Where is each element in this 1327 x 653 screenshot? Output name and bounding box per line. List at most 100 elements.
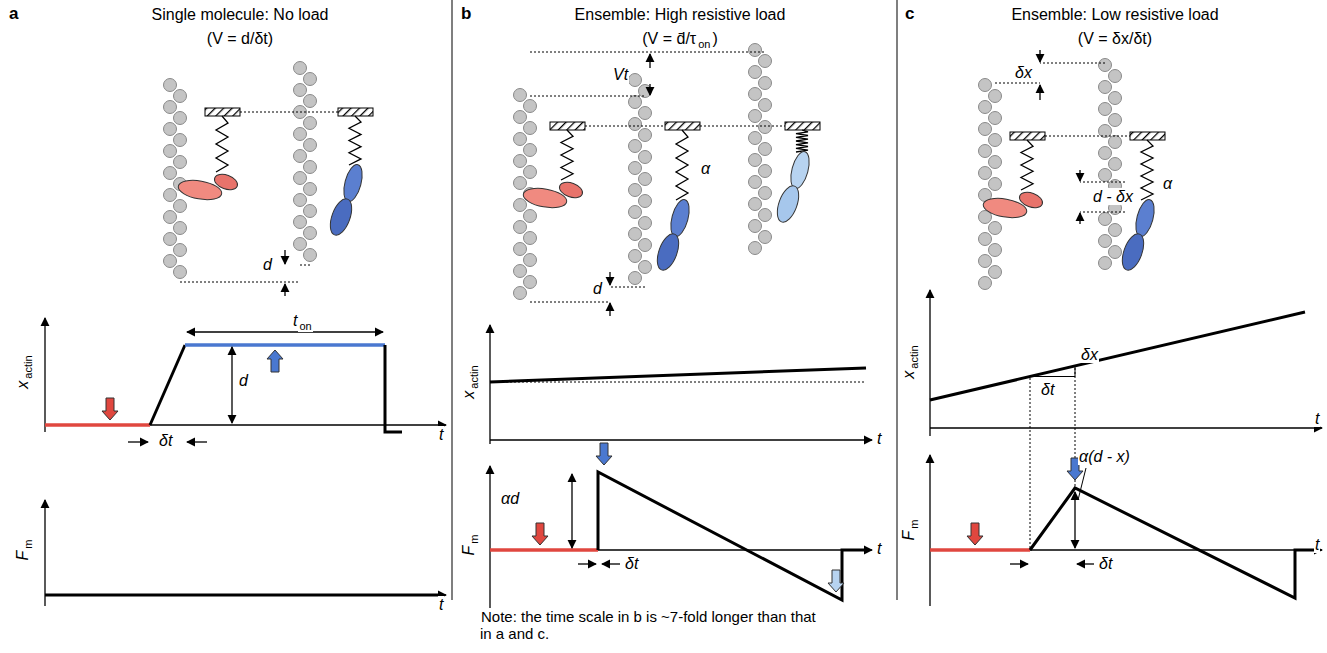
label: t — [438, 596, 444, 613]
actin-subunit — [989, 222, 1002, 235]
dimension-arrow — [1079, 213, 1080, 224]
label: d — [262, 256, 273, 273]
label: α — [1162, 175, 1173, 192]
label: δt — [1040, 381, 1055, 398]
actin-subunit — [174, 266, 187, 279]
label: F — [460, 545, 477, 557]
trace — [490, 368, 866, 382]
label-group: Fm — [900, 519, 921, 542]
actin-subunit — [304, 161, 317, 174]
actin-subunit — [514, 89, 527, 102]
actin-subunit — [1099, 213, 1112, 226]
subscript: m — [22, 539, 34, 550]
actin-subunit — [1109, 136, 1122, 149]
actin-subunit — [749, 220, 762, 233]
dimension-arrow — [187, 441, 207, 442]
actin-subunit — [174, 244, 187, 257]
actin-subunit — [639, 151, 652, 164]
subscript: m — [468, 534, 480, 545]
anchor-bar — [785, 122, 820, 130]
actin-subunit — [629, 206, 642, 219]
actin-subunit — [749, 88, 762, 101]
dimension-arrow — [1074, 492, 1075, 548]
myosin-head — [522, 185, 568, 210]
label-group: t — [876, 540, 882, 558]
state-arrow — [102, 398, 118, 420]
actin-subunit — [294, 62, 307, 75]
actin-subunit — [629, 140, 642, 153]
anchor-bar — [1130, 132, 1165, 140]
label-group: c — [904, 4, 915, 24]
label-group: xactin — [900, 344, 921, 379]
actin-subunit — [979, 277, 992, 290]
label-group: (V = d̄/τon) — [641, 30, 718, 51]
label-group: t — [1314, 536, 1320, 554]
actin-subunit — [639, 195, 652, 208]
actin-subunit — [1099, 59, 1112, 72]
myosin-head — [773, 183, 803, 225]
trace — [385, 345, 402, 432]
actin-subunit — [1109, 70, 1122, 83]
trace — [45, 423, 150, 427]
label-group: (V = δx/δt) — [1077, 30, 1153, 48]
actin-subunit — [639, 107, 652, 120]
actin-subunit — [1099, 81, 1112, 94]
label-group: αd — [500, 490, 520, 508]
actin-subunit — [174, 222, 187, 235]
actin-subunit — [979, 101, 992, 114]
state-arrow — [967, 523, 983, 545]
label-group: Ensemble: Low resistive load — [1010, 6, 1219, 24]
label: α — [700, 160, 711, 177]
dimension-arrow — [490, 439, 872, 440]
actin-subunit — [304, 205, 317, 218]
anchor-bar — [550, 122, 585, 130]
actin-subunit — [524, 276, 537, 289]
actin-subunit — [629, 118, 642, 131]
label-group: (V = d/δt) — [206, 30, 274, 48]
label-group: d — [238, 372, 249, 390]
actin-subunit — [1109, 224, 1122, 237]
label: Single molecule: No load — [151, 6, 330, 23]
label-group: t — [1314, 410, 1320, 428]
myosin-head — [982, 195, 1028, 220]
dimension-arrow — [1077, 563, 1094, 564]
label-group: t — [438, 596, 444, 614]
actin-subunit — [524, 232, 537, 245]
actin-subunit — [524, 166, 537, 179]
label: δx — [1080, 346, 1099, 363]
dimension-arrow — [929, 290, 930, 436]
actin-subunit — [1109, 158, 1122, 171]
label-group: δt — [624, 555, 639, 573]
actin-subunit — [979, 255, 992, 268]
label: (V = δx/δt) — [1077, 30, 1153, 47]
myosin-lever — [667, 198, 692, 239]
label-group: δt — [1040, 381, 1055, 399]
actin-subunit — [304, 95, 317, 108]
panel-letter: b — [460, 4, 472, 23]
actin-subunit — [639, 239, 652, 252]
trace — [930, 312, 1305, 400]
label-group: d — [262, 256, 273, 274]
actin-subunit — [304, 227, 317, 240]
guide-line — [1045, 136, 1130, 137]
spring-symbol — [561, 130, 573, 180]
guide-line — [585, 126, 665, 127]
label: F — [900, 530, 917, 542]
label: (V = d̄/τ — [641, 30, 697, 47]
actin-subunit — [174, 134, 187, 147]
label: x — [14, 380, 31, 390]
guide-line — [1040, 63, 1105, 64]
actin-subunit — [1109, 114, 1122, 127]
actin-subunit — [1099, 103, 1112, 116]
dimension-arrow — [490, 549, 872, 550]
actin-subunit — [294, 194, 307, 207]
actin-subunit — [304, 73, 317, 86]
actin-subunit — [524, 144, 537, 157]
actin-subunit — [164, 145, 177, 158]
myosin-head — [1118, 231, 1148, 273]
dimension-arrow — [231, 347, 232, 423]
label: Ensemble: High resistive load — [574, 6, 787, 23]
label: α(d - x) — [1078, 448, 1131, 465]
actin-subunit — [639, 217, 652, 230]
